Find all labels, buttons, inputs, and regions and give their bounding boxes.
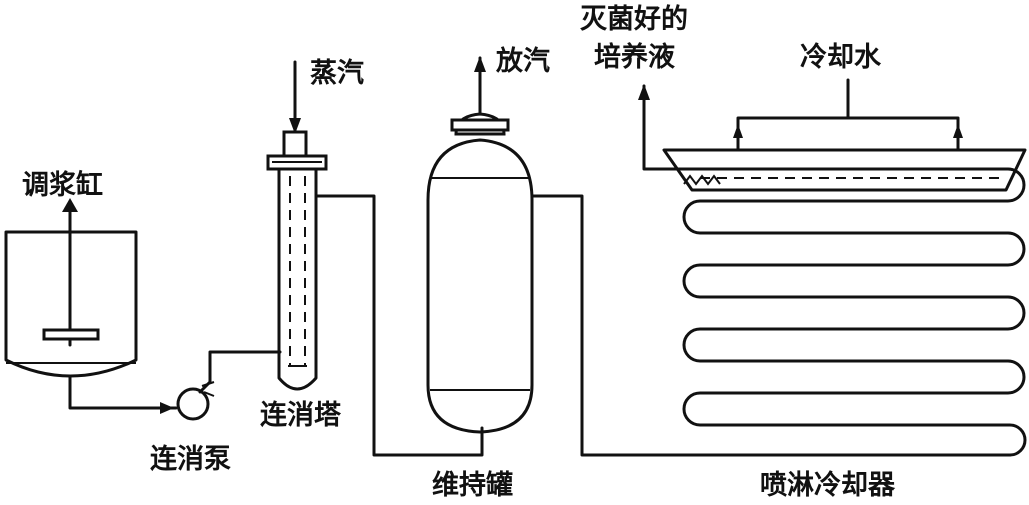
outlet-arrow	[638, 84, 650, 100]
agitator-blade	[42, 328, 100, 341]
pipe-tank-to-pump	[68, 375, 178, 410]
slurry-tank	[4, 198, 138, 378]
vent-arrow	[474, 56, 486, 72]
vent-label: 放汽	[496, 46, 550, 77]
holding-tank	[426, 112, 534, 434]
steam-label: 蒸汽	[310, 58, 364, 89]
spray-cooler-label: 喷淋冷却器	[760, 470, 895, 501]
cooling-water-label: 冷却水	[800, 42, 881, 73]
sterile-medium-label-line2: 培养液	[594, 42, 675, 73]
slurry-tank-label: 调浆缸	[22, 170, 103, 201]
cooling-water-tray	[662, 78, 1027, 192]
continuous-tower-label: 连消塔	[260, 400, 341, 431]
continuous-pump-label: 连消泵	[150, 444, 231, 475]
pipe-holding-to-cooler	[530, 194, 1012, 457]
continuous-tower	[266, 130, 328, 391]
holding-tank-label: 维持罐	[432, 470, 513, 501]
agitator-arrow	[62, 198, 78, 212]
continuous-pump	[176, 350, 282, 421]
flow-arrow	[160, 402, 174, 414]
steam-arrow	[289, 118, 301, 134]
sterile-medium-label-line1: 灭菌好的	[580, 4, 688, 35]
pipe-tower-to-holding	[314, 194, 484, 457]
spray-cooler-coil	[638, 84, 1027, 457]
